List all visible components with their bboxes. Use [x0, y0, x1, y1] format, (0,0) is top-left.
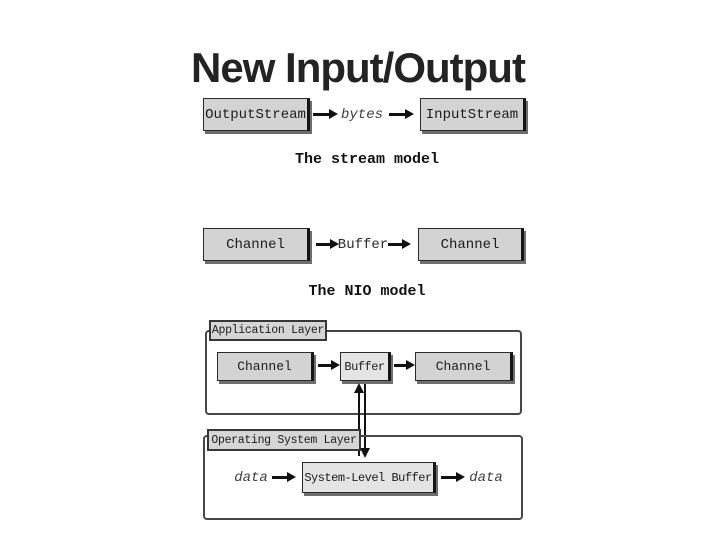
data-label-left: data [234, 470, 268, 486]
outputstream-label: OutputStream [205, 106, 306, 123]
inputstream-label: InputStream [425, 106, 519, 123]
buffer-label: Buffer [344, 359, 385, 374]
app-channel-box-left: Channel [217, 352, 314, 381]
application-layer-tab: Application Layer [209, 320, 327, 341]
arrow-right-icon [441, 472, 465, 482]
arrow-down-icon [360, 448, 370, 458]
page-title: New Input/Output [191, 44, 526, 91]
channel-label: Channel [226, 236, 285, 253]
data-label-right: data [469, 470, 503, 486]
outputstream-box: OutputStream [203, 98, 310, 131]
arrow-right-icon [318, 360, 340, 370]
arrow-right-icon [316, 239, 339, 249]
channel-label: Channel [237, 359, 292, 374]
os-layer-box [203, 435, 523, 520]
system-level-buffer-label: System-Level Buffer [304, 470, 432, 485]
system-level-buffer-box: System-Level Buffer [302, 462, 436, 493]
arrow-right-icon [388, 239, 411, 249]
bytes-label: bytes [340, 107, 384, 123]
app-buffer-box: Buffer [340, 352, 391, 381]
arrow-right-icon [389, 109, 414, 119]
vertical-line [358, 392, 360, 456]
channel-label: Channel [440, 236, 500, 253]
stream-model-caption: The stream model [294, 151, 440, 168]
channel-box-right: Channel [418, 228, 524, 261]
application-layer-label: Application Layer [211, 324, 325, 337]
app-channel-box-right: Channel [415, 352, 513, 381]
os-layer-tab: Operating System Layer [207, 429, 361, 451]
arrow-up-icon [354, 383, 364, 393]
channel-label: Channel [435, 359, 491, 374]
application-layer-box [205, 330, 522, 415]
vertical-line [364, 384, 366, 448]
arrow-right-icon [394, 360, 415, 370]
nio-model-caption: The NIO model [308, 283, 426, 300]
inputstream-box: InputStream [420, 98, 526, 131]
channel-box-left: Channel [203, 228, 310, 261]
arrow-right-icon [313, 109, 338, 119]
os-layer-label: Operating System Layer [211, 433, 357, 447]
arrow-right-icon [272, 472, 296, 482]
buffer-label: Buffer [337, 237, 389, 253]
